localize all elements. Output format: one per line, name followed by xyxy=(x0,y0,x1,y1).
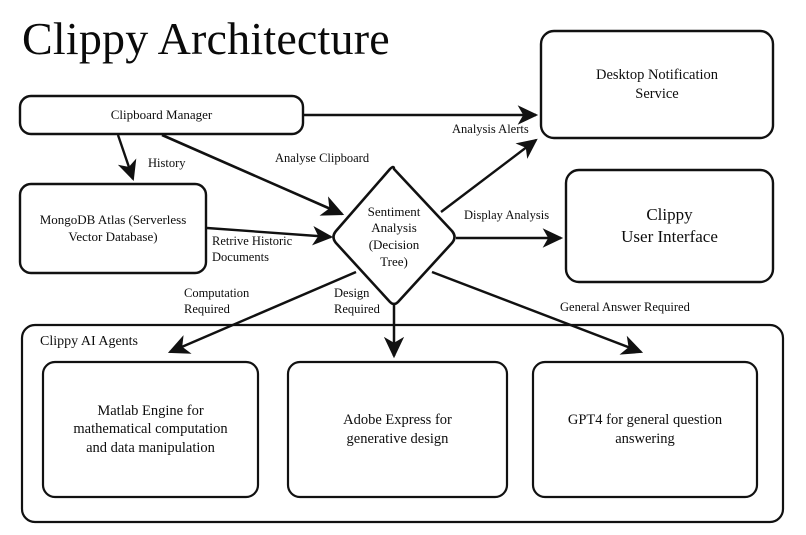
node-shape-adobe-express[interactable] xyxy=(286,360,509,499)
node-shape-matlab-engine[interactable] xyxy=(41,360,260,499)
node-shape-desktop-notification-service[interactable] xyxy=(539,29,775,140)
edge-sentiment-to-gpt4 xyxy=(431,270,644,355)
edge-mongodb-to-sentiment xyxy=(206,225,334,246)
node-shape-clippy-user-interface[interactable] xyxy=(564,168,775,284)
node-shape-sentiment-analysis[interactable] xyxy=(332,165,456,306)
page-title: Clippy Architecture xyxy=(22,13,390,64)
edge-sentiment-to-matlab xyxy=(167,270,357,354)
edge-sentiment-to-notification xyxy=(440,138,538,213)
node-shape-clipboard-manager[interactable] xyxy=(18,94,305,136)
node-shape-gpt4-agent[interactable] xyxy=(531,360,759,499)
edge-clipboard-to-mongodb xyxy=(116,134,137,182)
edge-clipboard-to-sentiment xyxy=(161,133,345,216)
node-shape-mongodb-atlas[interactable] xyxy=(18,182,208,275)
